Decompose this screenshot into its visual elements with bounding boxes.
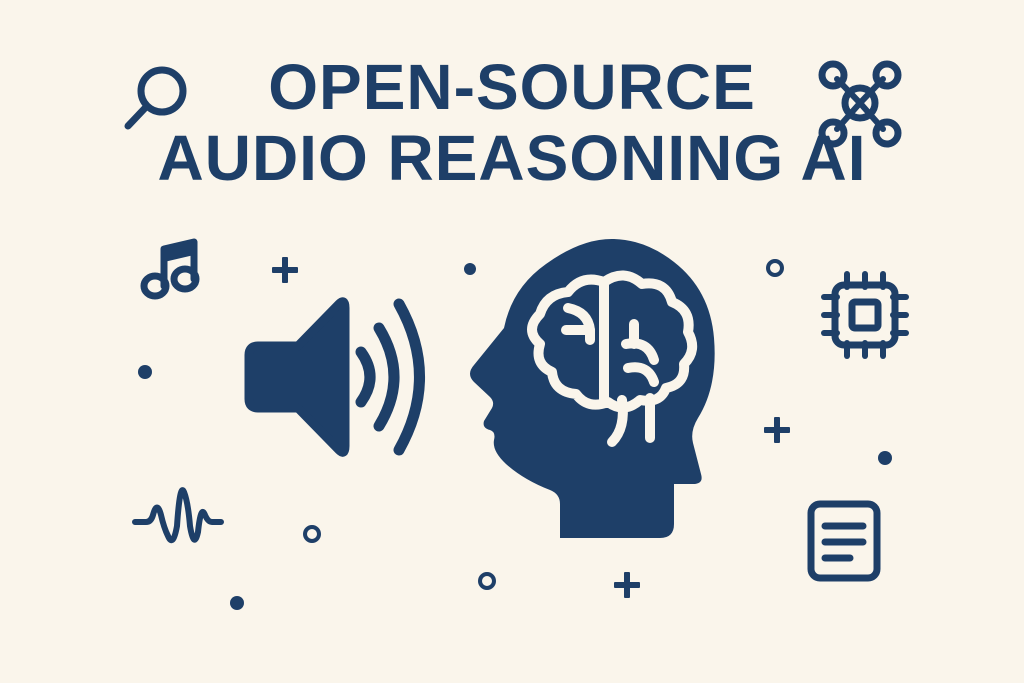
decor-dot — [464, 263, 476, 275]
decor-dot — [878, 451, 892, 465]
head-brain-icon — [470, 238, 715, 539]
decor-ring — [478, 572, 496, 590]
decor-dot — [230, 596, 244, 610]
title-line-1: OPEN-SOURCE — [268, 51, 756, 123]
speaker-volume-icon — [244, 297, 425, 457]
network-nodes-icon — [818, 60, 902, 148]
audio-waveform-icon — [132, 487, 224, 544]
title-line-2: AUDIO REASONING AI — [157, 121, 867, 194]
decor-ring — [766, 259, 784, 277]
decor-plus — [272, 257, 298, 283]
search-icon — [124, 66, 187, 130]
document-lines-icon — [807, 500, 881, 582]
page-title: OPEN-SOURCE AUDIO REASONING AI — [0, 51, 1024, 194]
decor-plus — [614, 572, 640, 598]
decor-ring — [303, 525, 321, 543]
music-note-icon — [140, 238, 200, 300]
cpu-chip-icon — [821, 271, 909, 359]
decor-plus — [764, 417, 790, 443]
decor-dot — [138, 365, 152, 379]
